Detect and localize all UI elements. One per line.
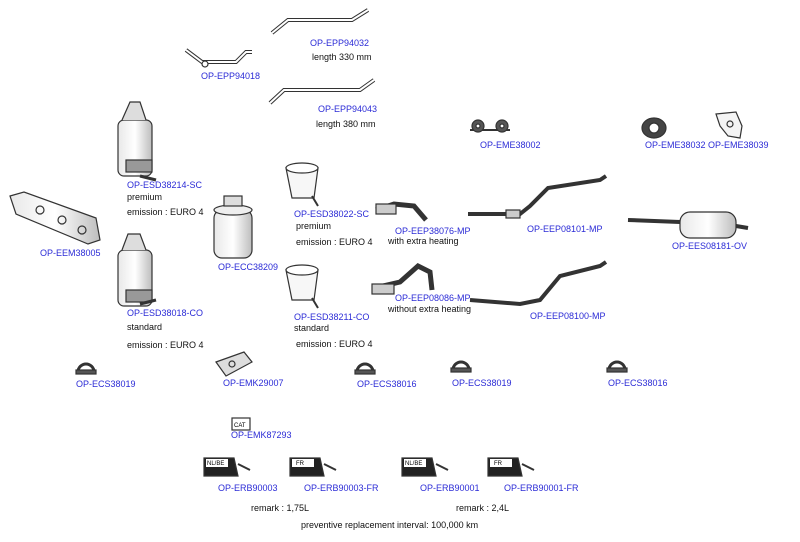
replacement-interval-note: preventive replacement interval: 100,000… [301,520,479,530]
part-code-epp94018[interactable]: OP-EPP94018 [201,71,261,81]
cat-icon-label: CAT [234,423,246,429]
mount-eme38039-illustration[interactable] [715,111,743,139]
part-code-ecc38209[interactable]: OP-ECC38209 [218,262,279,272]
pipe-eep38076-illustration[interactable] [375,201,428,222]
part-code-esd38018[interactable]: OP-ESD38018-CO [127,308,204,318]
clamp-ecs38016b-illustration[interactable] [606,360,628,373]
grade-label: premium [296,221,332,231]
part-code-eme38039[interactable]: OP-EME38039 [708,140,769,150]
emission-label: emission : EURO 4 [296,237,373,247]
part-code-eme38032[interactable]: OP-EME38032 [645,140,706,150]
flag-label: FR [296,461,305,467]
emission-label: emission : EURO 4 [127,340,204,350]
clamp-ecs38016a-illustration[interactable] [354,362,376,375]
heating-note: without extra heating [388,304,472,314]
additive-erb90003-illustration[interactable] [203,457,251,477]
grade-label: standard [127,322,163,332]
part-code-erb90001[interactable]: OP-ERB90001 [420,483,480,493]
part-code-emk29007[interactable]: OP-EMK29007 [223,378,284,388]
dpf-esd38214-illustration[interactable] [117,101,157,182]
dpf-esd38018-illustration[interactable] [117,233,157,307]
flag-label: NL/BE [405,461,422,467]
clamp-ecs38019b-illustration[interactable] [450,360,472,373]
part-code-ecs38019b[interactable]: OP-ECS38019 [452,378,512,388]
heating-note: with extra heating [388,236,459,246]
dpf-esd38022-illustration[interactable] [285,162,319,207]
part-code-eep08101[interactable]: OP-EEP08101-MP [527,224,603,234]
part-code-ecs38016b[interactable]: OP-ECS38016 [608,378,668,388]
part-code-esd38211[interactable]: OP-ESD38211-CO [294,312,370,322]
emission-label: emission : EURO 4 [127,207,204,217]
additive-erb90001-illustration[interactable] [401,457,449,477]
part-code-esd38214[interactable]: OP-ESD38214-SC [127,180,203,190]
remark-engine-24: remark : 2,4L [456,503,510,513]
additive-erb90003fr-illustration[interactable] [289,457,337,477]
part-code-eep08100[interactable]: OP-EEP08100-MP [530,311,606,321]
cat-icon [231,417,251,431]
part-code-ees08181[interactable]: OP-EES08181-OV [672,241,748,251]
part-code-eme38002[interactable]: OP-EME38002 [480,140,541,150]
muffler-ees08181-illustration[interactable] [627,211,749,239]
pipe-epp94043-illustration[interactable] [268,78,376,105]
emission-label: emission : EURO 4 [296,339,373,349]
remark-engine-175: remark : 1,75L [251,503,310,513]
part-code-erb90001-fr[interactable]: OP-ERB90001-FR [504,483,579,493]
mount-eme38002-illustration[interactable] [470,119,510,133]
flag-label: FR [494,461,503,467]
part-code-ecs38019a[interactable]: OP-ECS38019 [76,379,136,389]
manifold-eem38005-illustration[interactable] [9,191,101,245]
part-code-erb90003-fr[interactable]: OP-ERB90003-FR [304,483,379,493]
part-code-eep38076[interactable]: OP-EEP38076-MP [395,226,471,236]
part-code-epp94043[interactable]: OP-EPP94043 [318,104,378,114]
dpf-esd38211-illustration[interactable] [285,264,319,309]
mount-eme38032-illustration[interactable] [641,117,667,139]
pipe-length-note: length 380 mm [316,119,376,129]
grade-label: standard [294,323,330,333]
part-code-esd38022[interactable]: OP-ESD38022-SC [294,209,370,219]
pipe-eep08101-illustration[interactable] [468,174,608,219]
part-code-eem38005[interactable]: OP-EEM38005 [40,248,101,258]
pipe-length-note: length 330 mm [312,52,372,62]
additive-erb90001fr-illustration[interactable] [487,457,535,477]
part-code-eep08086[interactable]: OP-EEP08086-MP [395,293,471,303]
flag-label: NL/BE [207,461,224,467]
gasket-kit-emk29007-illustration[interactable] [215,351,253,377]
catalyst-ecc38209-illustration[interactable] [213,195,253,259]
part-code-epp94032[interactable]: OP-EPP94032 [310,38,370,48]
grade-label: premium [127,192,163,202]
pipe-eep08100-illustration[interactable] [469,260,608,307]
clamp-ecs38019a-illustration[interactable] [75,362,97,375]
part-code-erb90003[interactable]: OP-ERB90003 [218,483,278,493]
pipe-eep08086-illustration[interactable] [371,263,435,295]
part-code-emk87293[interactable]: OP-EMK87293 [231,430,292,440]
part-code-ecs38016a[interactable]: OP-ECS38016 [357,379,417,389]
